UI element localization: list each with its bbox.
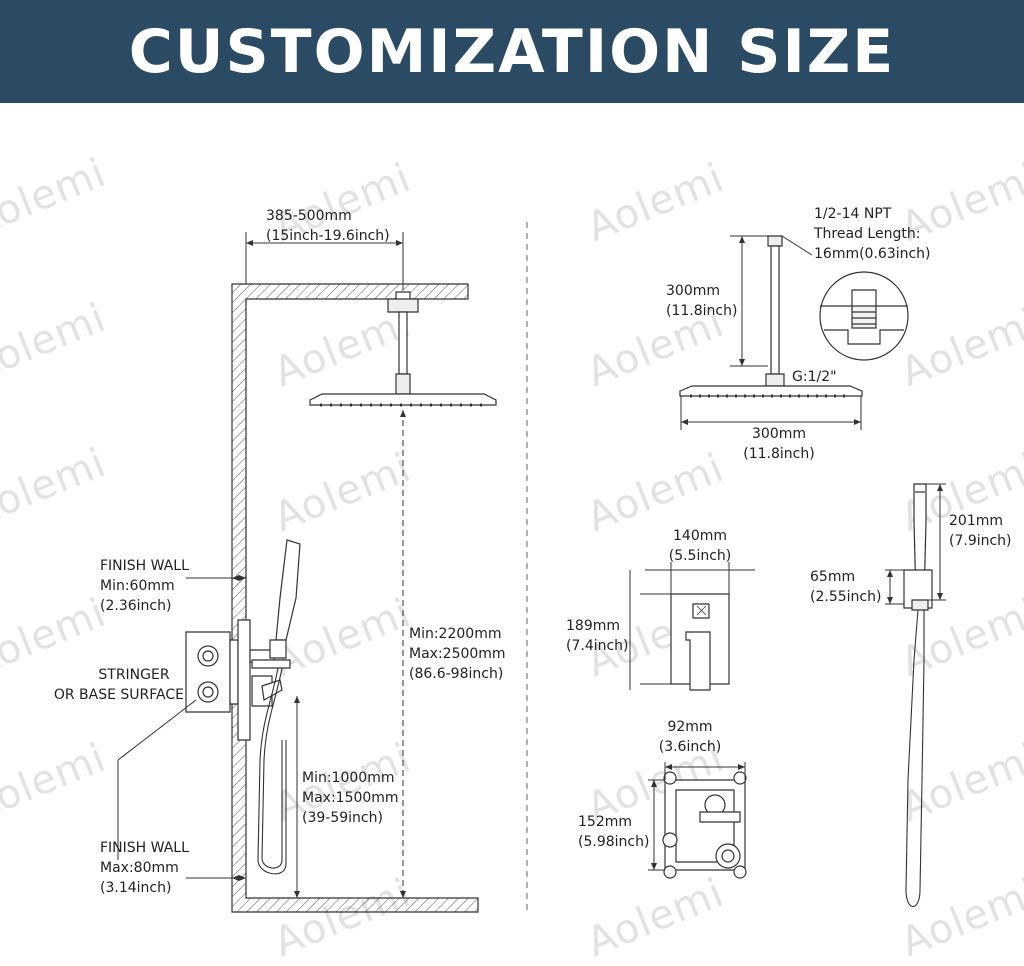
trim-height-inch: (7.4inch) — [566, 638, 629, 654]
head-width-label: 300mm (11.8inch) — [731, 424, 827, 464]
wall-ceiling — [232, 284, 478, 912]
stringer-label: STRINGER OR BASE SURFACE — [40, 665, 184, 705]
handheld-shower — [252, 540, 300, 668]
trim-width-inch: (5.5inch) — [668, 548, 732, 564]
head-height-min: Min:2200mm — [409, 626, 502, 642]
thread-line2: Thread Length: — [814, 226, 921, 242]
valve-width-mm: 92mm — [667, 719, 713, 735]
thread-line3: 16mm(0.63inch) — [814, 246, 931, 262]
trim-plate-front — [671, 594, 729, 690]
handheld-length-inch: (7.9inch) — [949, 533, 1012, 549]
handheld-dimensions — [885, 484, 946, 604]
connector-label: G:1/2" — [792, 369, 837, 385]
head-height-inch: (86.6-98inch) — [409, 666, 504, 682]
finish-wall-max-mm: Max:80mm — [100, 860, 179, 876]
finish-wall-min-mm: Min:60mm — [100, 578, 175, 594]
finish-wall-min-title: FINISH WALL — [100, 558, 189, 574]
holder-height-inch: (2.55inch) — [810, 589, 882, 605]
handheld-shower-side — [904, 484, 932, 610]
valve-height-size-mm: 152mm — [578, 814, 632, 830]
finish-wall-max-label: FINISH WALL Max:80mm (3.14inch) — [100, 838, 189, 898]
finish-wall-min-inch: (2.36inch) — [100, 598, 172, 614]
valve-width-inch: (3.6inch) — [658, 739, 722, 755]
trim-height-label: 189mm (7.4inch) — [566, 616, 629, 656]
head-width-mm: 300mm — [752, 426, 806, 442]
handheld-length-mm: 201mm — [949, 513, 1003, 529]
valve-height-min: Min:1000mm — [302, 770, 395, 786]
valve-width-label: 92mm (3.6inch) — [642, 717, 738, 757]
trim-dimensions — [630, 562, 755, 690]
valve-height-label: Min:1000mm Max:1500mm (39-59inch) — [302, 768, 399, 828]
arm-length-inch: (15inch-19.6inch) — [266, 228, 390, 244]
stringer-line2: OR BASE SURFACE — [53, 687, 184, 703]
holder-height-mm: 65mm — [810, 569, 856, 585]
holder-height-label: 65mm (2.55inch) — [810, 567, 881, 607]
head-width-inch: (11.8inch) — [743, 446, 815, 462]
thread-detail-callout — [820, 272, 908, 360]
head-height-label: Min:2200mm Max:2500mm (86.6-98inch) — [409, 624, 506, 684]
rain-shower-head — [310, 292, 496, 405]
valve-body-front — [663, 772, 746, 878]
trim-height-mm: 189mm — [566, 618, 620, 634]
trim-plate — [238, 620, 282, 740]
shower-hose — [258, 668, 286, 874]
handheld-length-label: 201mm (7.9inch) — [949, 511, 1012, 551]
arm-dimension — [730, 236, 812, 366]
shower-head-detail — [680, 236, 862, 396]
arm-length-label: 385-500mm (15inch-19.6inch) — [266, 206, 390, 246]
valve-dimensions — [648, 762, 745, 870]
finish-wall-min-label: FINISH WALL Min:60mm (2.36inch) — [100, 556, 189, 616]
thread-line1: 1/2-14 NPT — [814, 206, 892, 222]
head-height-max: Max:2500mm — [409, 646, 506, 662]
arm-length-mm: 385-500mm — [266, 208, 352, 224]
valve-height-size-label: 152mm (5.98inch) — [578, 812, 649, 852]
arm-length-dimension — [246, 232, 403, 290]
page-title: CUSTOMIZATION SIZE — [128, 16, 896, 87]
finish-wall-leaders — [118, 575, 246, 881]
valve-height-inch: (39-59inch) — [302, 810, 383, 826]
arm-size-inch: (11.8inch) — [666, 303, 738, 319]
trim-width-mm: 140mm — [673, 528, 727, 544]
valve-height-size-inch: (5.98inch) — [578, 834, 650, 850]
valve-height-max: Max:1500mm — [302, 790, 399, 806]
head-width-dimension — [681, 396, 861, 430]
trim-width-label: 140mm (5.5inch) — [652, 526, 748, 566]
handheld-hose — [906, 610, 924, 907]
finish-wall-max-title: FINISH WALL — [100, 840, 189, 856]
arm-size-label: 300mm (11.8inch) — [666, 281, 737, 321]
arm-size-mm: 300mm — [666, 283, 720, 299]
concealed-valve — [186, 632, 238, 712]
thread-label: 1/2-14 NPT Thread Length: 16mm(0.63inch) — [814, 204, 931, 264]
finish-wall-max-inch: (3.14inch) — [100, 880, 172, 896]
stringer-line1: STRINGER — [98, 667, 170, 683]
title-banner: CUSTOMIZATION SIZE — [0, 0, 1024, 103]
